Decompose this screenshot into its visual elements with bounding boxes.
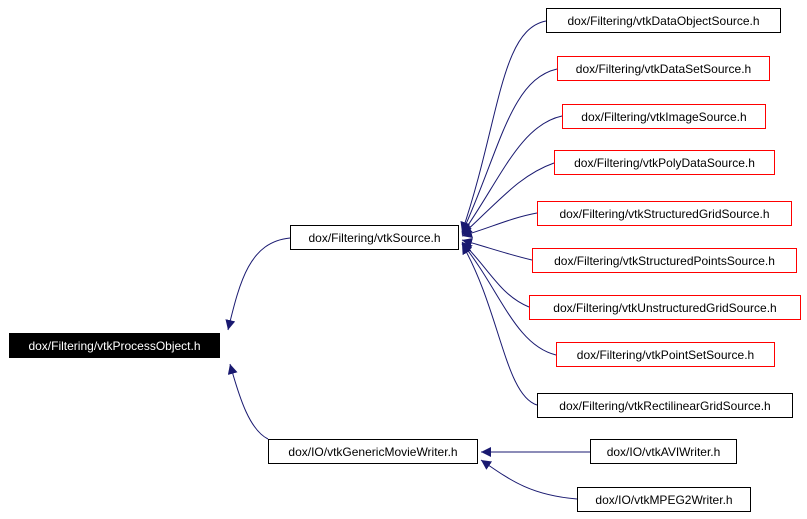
node-image-source[interactable]: dox/Filtering/vtkImageSource.h bbox=[562, 104, 766, 129]
edge-source-to-process-object bbox=[225, 237, 291, 331]
node-rectilinear-grid-source[interactable]: dox/Filtering/vtkRectilinearGridSource.h bbox=[537, 393, 793, 418]
node-source[interactable]: dox/Filtering/vtkSource.h bbox=[290, 225, 459, 250]
edge-point-set-source-to-source bbox=[461, 242, 557, 356]
node-data-object-source[interactable]: dox/Filtering/vtkDataObjectSource.h bbox=[546, 8, 781, 33]
node-data-set-source[interactable]: dox/Filtering/vtkDataSetSource.h bbox=[557, 56, 770, 81]
edge-unstructured-grid-source-to-source bbox=[461, 241, 530, 308]
edge-structured-grid-source-to-source bbox=[461, 212, 538, 239]
node-generic-movie-writer[interactable]: dox/IO/vtkGenericMovieWriter.h bbox=[268, 439, 478, 464]
edge-mpeg2-writer-to-movie-writer bbox=[480, 459, 578, 500]
node-poly-data-source[interactable]: dox/Filtering/vtkPolyDataSource.h bbox=[554, 150, 775, 175]
edge-movie-writer-to-process-object bbox=[227, 363, 269, 440]
node-avi-writer[interactable]: dox/IO/vtkAVIWriter.h bbox=[590, 439, 737, 464]
node-point-set-source[interactable]: dox/Filtering/vtkPointSetSource.h bbox=[556, 342, 775, 367]
edge-data-set-source-to-source bbox=[461, 68, 558, 234]
edge-image-source-to-source bbox=[461, 115, 563, 235]
edge-poly-data-source-to-source bbox=[461, 162, 555, 236]
node-process-object: dox/Filtering/vtkProcessObject.h bbox=[9, 333, 220, 358]
edge-data-object-source-to-source bbox=[460, 20, 547, 233]
node-structured-points-source[interactable]: dox/Filtering/vtkStructuredPointsSource.… bbox=[532, 248, 797, 273]
node-mpeg2-writer[interactable]: dox/IO/vtkMPEG2Writer.h bbox=[577, 487, 751, 512]
node-unstructured-grid-source[interactable]: dox/Filtering/vtkUnstructuredGridSource.… bbox=[529, 295, 801, 320]
edge-rectilinear-grid-source-to-source bbox=[461, 243, 538, 406]
node-structured-grid-source[interactable]: dox/Filtering/vtkStructuredGridSource.h bbox=[537, 201, 792, 226]
